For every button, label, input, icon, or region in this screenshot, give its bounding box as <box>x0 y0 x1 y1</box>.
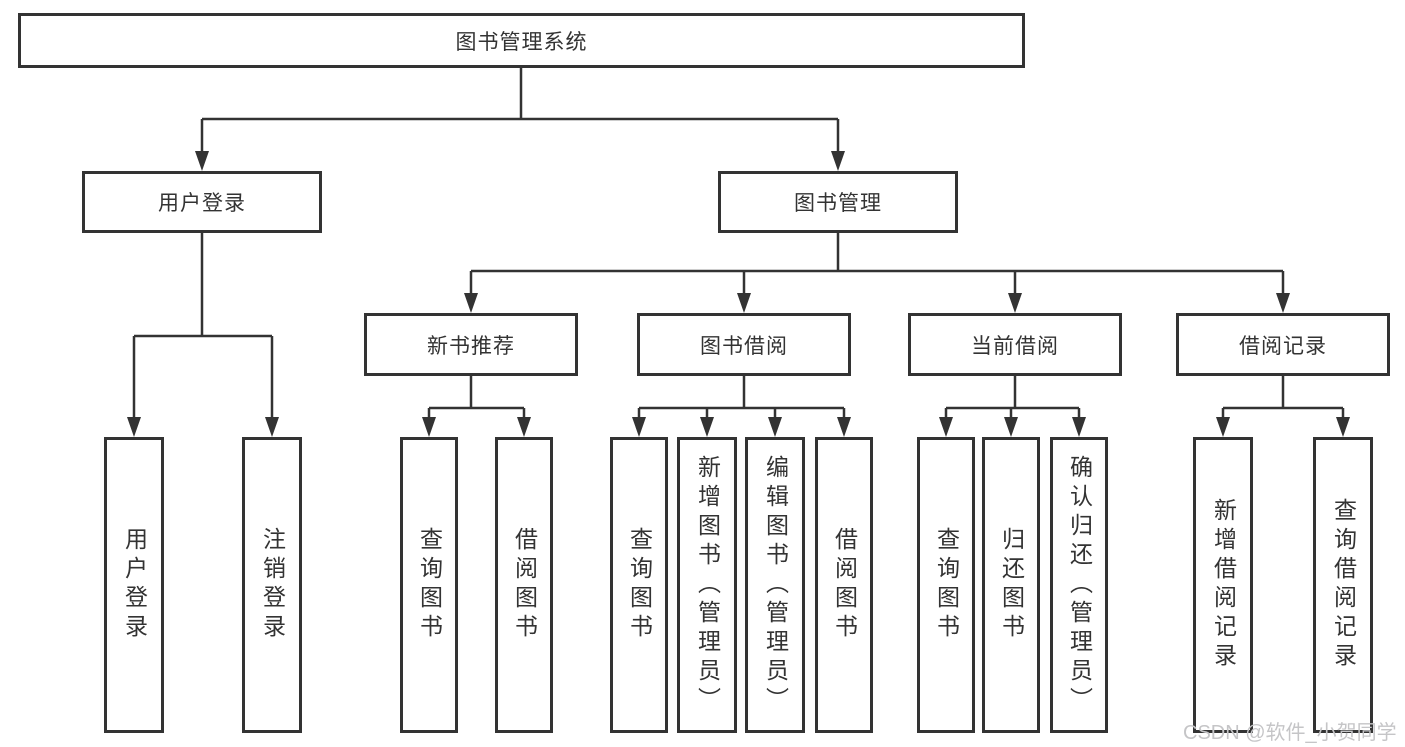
node-label: 编辑图书（管理员） <box>762 454 789 716</box>
leaf-user-login: 用户登录 <box>104 437 164 733</box>
node-label: 查询图书 <box>933 527 960 643</box>
node-current-borrowing: 当前借阅 <box>908 313 1122 376</box>
connector-user-login-group <box>132 233 274 419</box>
connector-l2-l3 <box>469 233 1285 295</box>
leaf-confirm-return-admin: 确认归还（管理员） <box>1050 437 1108 733</box>
node-new-book-recommendation: 新书推荐 <box>364 313 578 376</box>
arrowheads-borrow-records-group <box>1216 417 1350 437</box>
connector-book-borrow-group <box>637 376 846 419</box>
node-label: 图书管理 <box>794 192 882 215</box>
node-label: 借阅图书 <box>831 527 858 643</box>
arrowheads-user-login-group <box>127 417 279 437</box>
node-system-title: 图书管理系统 <box>18 13 1025 68</box>
node-label: 用户登录 <box>158 192 246 215</box>
leaf-add-borrow-record: 新增借阅记录 <box>1193 437 1253 733</box>
node-label: 确认归还（管理员） <box>1066 454 1093 716</box>
node-label: 借阅图书 <box>511 527 538 643</box>
leaf-query-borrow-record: 查询借阅记录 <box>1313 437 1373 733</box>
leaf-edit-books-admin: 编辑图书（管理员） <box>745 437 805 733</box>
node-label: 当前借阅 <box>971 334 1059 358</box>
leaf-borrow-books-recommend: 借阅图书 <box>495 437 553 733</box>
leaf-logout: 注销登录 <box>242 437 302 733</box>
node-label: 归还图书 <box>998 527 1025 643</box>
connector-borrow-records-group <box>1221 376 1345 419</box>
node-book-borrowing: 图书借阅 <box>637 313 851 376</box>
csdn-watermark: CSDN @软件_小贺同学 <box>1183 722 1397 744</box>
arrowheads-l2-l3 <box>464 293 1290 313</box>
connector-new-books-group <box>427 376 526 419</box>
node-label: 图书管理系统 <box>455 30 588 54</box>
node-user-login: 用户登录 <box>82 171 322 233</box>
connector-current-borrow-group <box>944 376 1081 419</box>
leaf-add-books-admin: 新增图书（管理员） <box>677 437 737 733</box>
leaf-query-books-borrow: 查询图书 <box>610 437 668 733</box>
arrowheads-current-borrow-group <box>939 417 1086 437</box>
arrowheads-new-books-group <box>422 417 531 437</box>
leaf-return-books: 归还图书 <box>982 437 1040 733</box>
node-label: 新书推荐 <box>427 334 515 358</box>
node-label: 用户登录 <box>121 527 148 643</box>
leaf-query-books-recommend: 查询图书 <box>400 437 458 733</box>
node-book-management: 图书管理 <box>718 171 958 233</box>
leaf-borrow-books: 借阅图书 <box>815 437 873 733</box>
leaf-query-books-current: 查询图书 <box>917 437 975 733</box>
arrowheads-l1-l2 <box>195 151 845 171</box>
node-label: 新增借阅记录 <box>1210 498 1237 672</box>
arrowheads-book-borrow-group <box>632 417 851 437</box>
node-borrowing-records: 借阅记录 <box>1176 313 1390 376</box>
node-label: 查询图书 <box>626 527 653 643</box>
node-label: 借阅记录 <box>1239 334 1327 358</box>
node-label: 新增图书（管理员） <box>694 454 721 716</box>
connector-l1-l2 <box>200 68 840 153</box>
node-label: 查询借阅记录 <box>1330 498 1357 672</box>
node-label: 注销登录 <box>259 527 286 643</box>
node-label: 图书借阅 <box>700 334 788 358</box>
node-label: 查询图书 <box>416 527 443 643</box>
